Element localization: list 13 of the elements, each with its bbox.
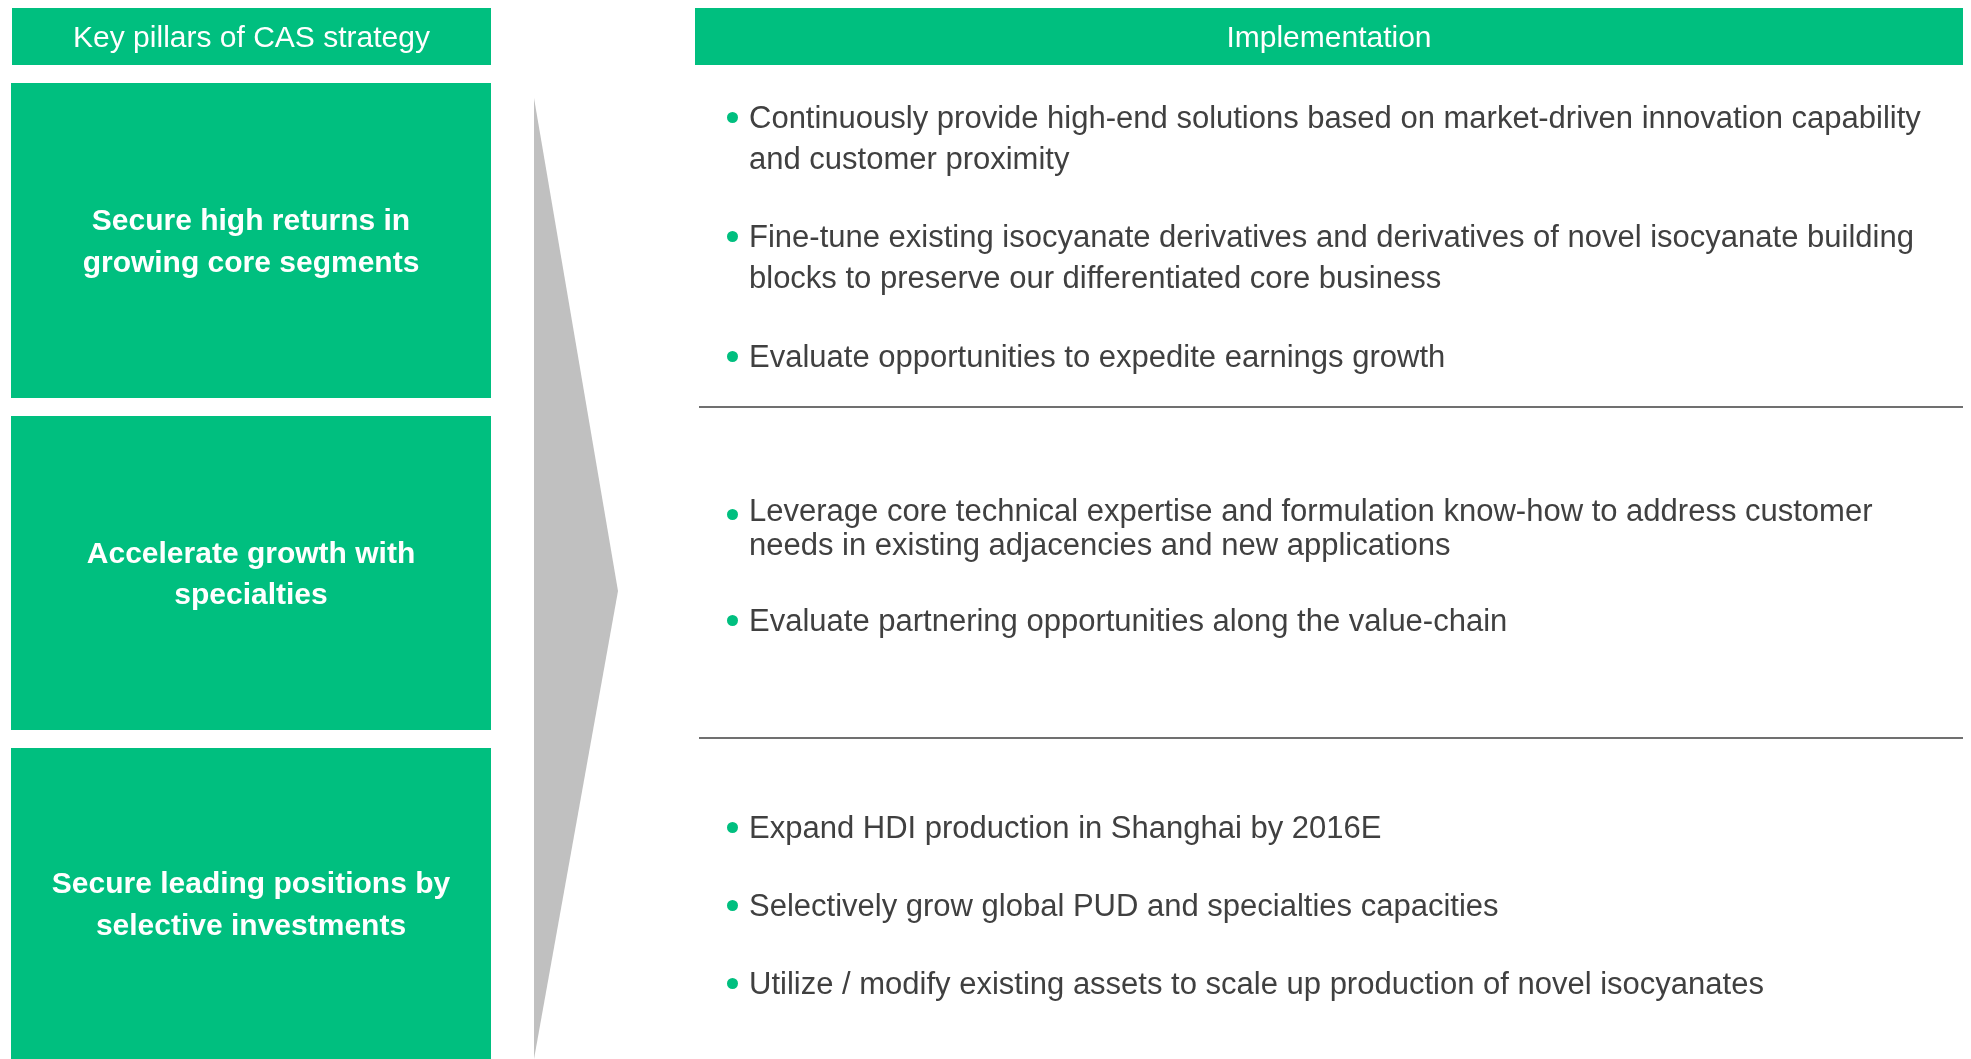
- bullet-text: Continuously provide high-end solutions based on market-driven innovation capability and customer proximity: [749, 99, 1922, 179]
- pillar-box: Accelerate growth with specialties: [11, 416, 491, 730]
- pillar-box: Secure high returns in growing core segments: [11, 83, 491, 398]
- bullet-text: Leverage core technical expertise and formulation know-how to address customer needs in existing adjacencies and new applications: [749, 494, 1874, 563]
- pillar-box: Secure leading positions by selective investments: [11, 748, 491, 1059]
- header-bar: Implementation: [695, 8, 1963, 65]
- bullet-text: Fine-tune existing isocyanate derivatives and derivatives of novel isocyanate building blocks to preserve our differentiated core business: [749, 218, 1915, 298]
- bullet-text: Evaluate opportunities to expedite earnings growth: [749, 338, 1447, 376]
- bullet-text: Evaluate partnering opportunities along the value-chain: [749, 602, 1509, 640]
- header-bar: Key pillars of CAS strategy: [12, 8, 491, 65]
- bullet-text: Utilize / modify existing assets to scale up production of novel isocyanates: [749, 965, 1765, 1003]
- bullet-text: Selectively grow global PUD and specialties capacities: [749, 887, 1500, 925]
- bullet-text: Expand HDI production in Shanghai by 2016E: [749, 809, 1383, 847]
